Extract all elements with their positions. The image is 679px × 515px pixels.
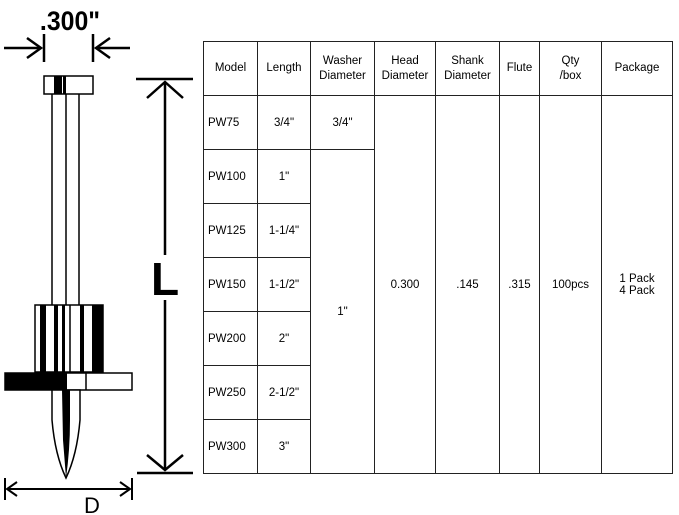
header-flute: Flute [499,41,540,96]
table-row: PW75 3/4" 3/4" 0.300 .145 .315 100pcs 1 … [203,95,673,474]
cell-qty: 100pcs [539,95,602,474]
cell-length: 3/4" [257,95,311,150]
head-dimension-label: .300" [40,7,100,36]
cell-model: PW300 [203,419,258,474]
length-symbol: L [151,253,179,305]
cell-model: PW200 [203,311,258,366]
cell-model: PW250 [203,365,258,420]
table-row: PW125 1-1/4" [203,203,673,258]
pin-head [43,75,94,95]
cell-length: 1-1/4" [257,203,311,258]
table-row: PW150 1-1/2" [203,257,673,312]
header-model: Model [203,41,258,96]
cell-model: PW100 [203,149,258,204]
head-dimension-arrows [4,34,130,62]
cell-length: 2-1/2" [257,365,311,420]
cell-washer-diameter: 1" [310,149,375,474]
header-length: Length [257,41,311,96]
cell-model: PW125 [203,203,258,258]
diameter-symbol: D [84,493,100,515]
table-row: PW300 3" [203,419,673,474]
pin-point [51,389,81,480]
header-qty: Qty/box [539,41,602,96]
cell-washer-diameter: 3/4" [310,95,375,150]
cell-model: PW75 [203,95,258,150]
cell-length: 1-1/2" [257,257,311,312]
table-row: PW100 1" 1" [203,149,673,474]
cell-length: 3" [257,419,311,474]
pin-base-washer [4,372,133,391]
cell-model: PW150 [203,257,258,312]
cell-flute: .315 [499,95,540,474]
cell-length: 2" [257,311,311,366]
cell-shank-diameter: .145 [435,95,500,474]
cell-head-diameter: 0.300 [374,95,436,474]
table-row: PW200 2" [203,311,673,366]
pin-diagram: .300" [4,7,193,515]
header-package: Package [601,41,673,96]
cell-length: 1" [257,149,311,204]
diameter-dimension-arrow [4,478,133,500]
pin-fluted-washer [34,304,104,373]
